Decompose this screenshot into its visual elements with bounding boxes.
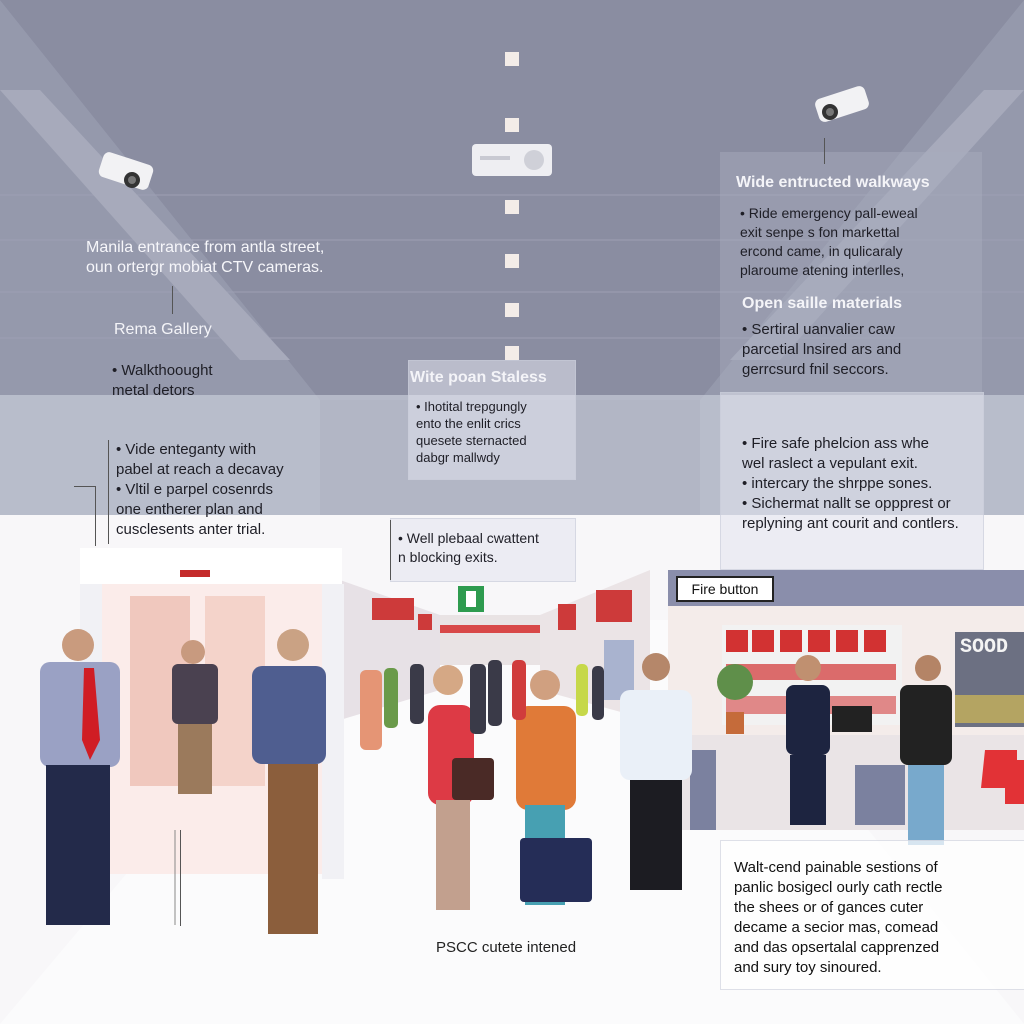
center-body: • Ihotital trepgungly ento the enlit cri…: [416, 399, 527, 465]
store-sign: SOOD: [960, 636, 1009, 659]
left-entrance-text: Manila entrance from antla street, oun o…: [86, 239, 325, 276]
cctv-camera-left-icon: [98, 152, 154, 190]
leader-line: [824, 138, 825, 164]
leader-line: [390, 520, 391, 580]
right-title: Wide entructed walkways: [736, 174, 930, 191]
leader-line: [172, 286, 173, 314]
bottom-center-caption: PSCC cutete intened: [436, 939, 577, 956]
right-info-panel-lower: [720, 392, 984, 570]
center-lower-panel: [390, 518, 576, 582]
center-lower-text: • Well plebaal cwattent n blocking exits…: [398, 530, 539, 565]
gallery-title: Rema Gallery: [114, 321, 212, 338]
bottom-right-panel: [720, 840, 1024, 990]
leader-line: [74, 486, 96, 487]
cctv-camera-right-icon: [815, 86, 869, 122]
gallery-item: • Walkthoought metal detors: [112, 362, 213, 399]
right-body-2: • Sertiral uanvalier caw parcetial lnsir…: [742, 321, 902, 378]
bottom-right-text: Walt-cend painable sestions of panlic bo…: [734, 859, 943, 976]
leader-line: [108, 440, 109, 544]
leader-line: [95, 486, 96, 546]
center-title: Wite poan Staless: [410, 369, 547, 386]
right-info-panel-upper: [720, 152, 982, 392]
right-body-3: • Fire safe phelcion ass whe wel raslect…: [742, 435, 959, 532]
center-info-panel: [408, 360, 576, 480]
fire-button-label: Fire button: [676, 576, 774, 602]
right-title-2: Open saille materials: [742, 295, 903, 312]
ceiling-projector-icon: [472, 144, 552, 176]
left-bullets: • Vide enteganty with pabel at reach a d…: [116, 441, 284, 538]
exit-sign-icon: [458, 586, 484, 612]
leader-line: [180, 830, 181, 926]
right-body: • Ride emergency pall-eweal exit senpe s…: [740, 205, 918, 278]
